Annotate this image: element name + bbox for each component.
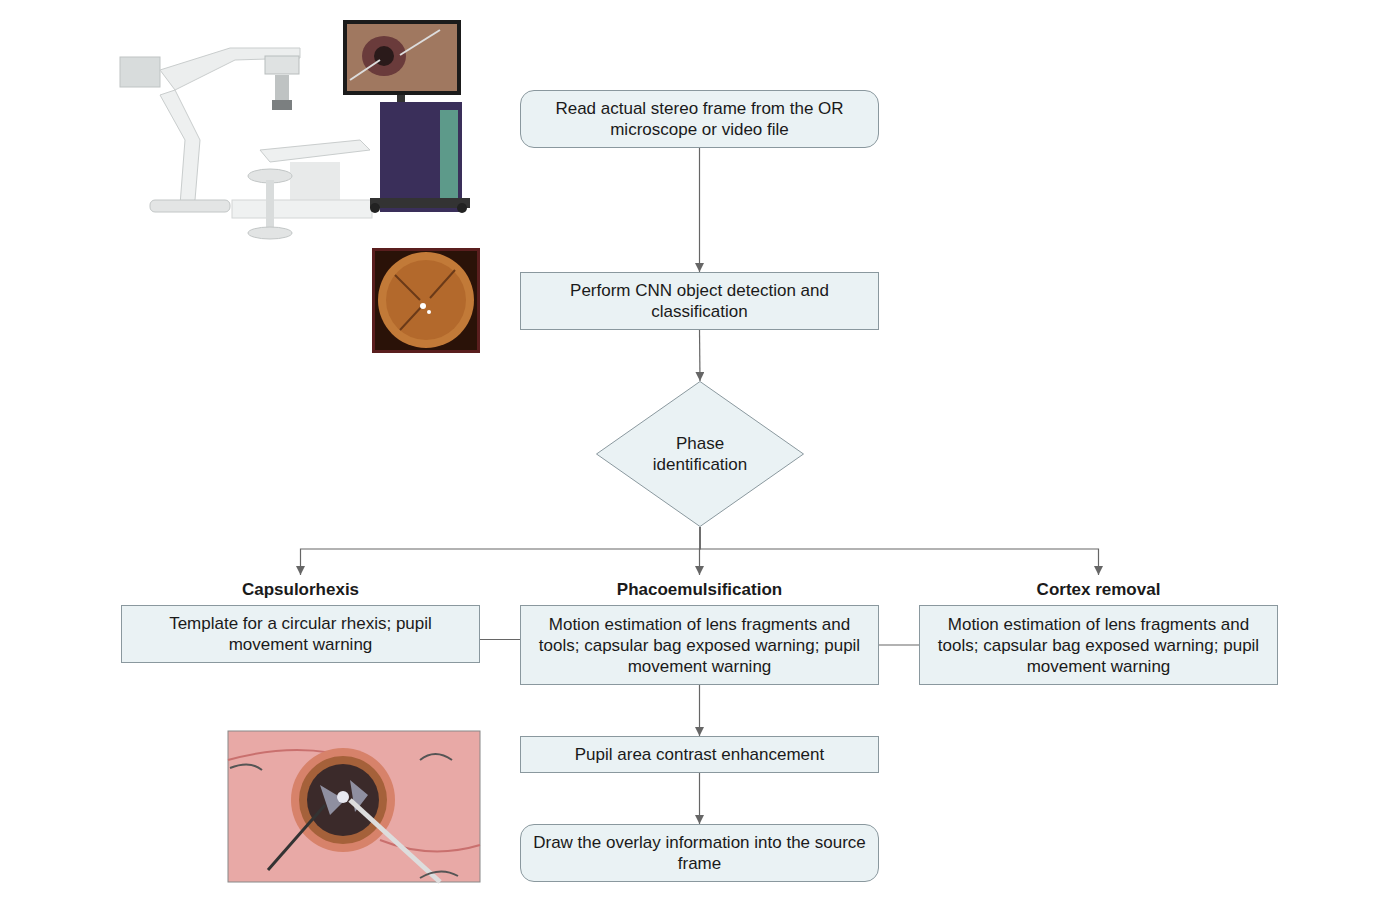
flow-arrow xyxy=(699,330,701,381)
box-text: Read actual stereo frame from the OR mic… xyxy=(533,98,866,140)
phase-heading: Capsulorhexis xyxy=(121,575,480,605)
diamond-text: Phase identification xyxy=(640,433,760,475)
process-box: Perform CNN object detection and classif… xyxy=(520,272,879,330)
phase-text: Motion estimation of lens fragments and … xyxy=(531,614,868,677)
phase-heading: Cortex removal xyxy=(919,575,1278,605)
flow-arrow xyxy=(700,527,1099,575)
phase-text: Template for a circular rhexis; pupil mo… xyxy=(132,613,469,655)
phase-box: CapsulorhexisTemplate for a circular rhe… xyxy=(121,575,480,663)
phase-box: PhacoemulsificationMotion estimation of … xyxy=(520,575,879,685)
decision-diamond: Phase identification xyxy=(596,381,804,527)
flow-arrow xyxy=(699,148,700,272)
phase-text: Motion estimation of lens fragments and … xyxy=(930,614,1267,677)
phase-body: Template for a circular rhexis; pupil mo… xyxy=(121,605,480,663)
process-box: Draw the overlay information into the so… xyxy=(520,824,879,882)
flow-arrow xyxy=(301,527,701,575)
phase-body: Motion estimation of lens fragments and … xyxy=(919,605,1278,685)
diamond-shape xyxy=(597,382,804,527)
connector-line xyxy=(879,644,919,645)
box-text: Draw the overlay information into the so… xyxy=(533,832,866,874)
connector-line xyxy=(480,639,520,640)
phase-body: Motion estimation of lens fragments and … xyxy=(520,605,879,685)
pupil-image xyxy=(372,248,480,353)
flow-arrow xyxy=(699,527,701,575)
flow-arrow xyxy=(699,685,700,736)
phase-heading: Phacoemulsification xyxy=(520,575,879,605)
box-text: Pupil area contrast enhancement xyxy=(575,744,825,765)
box-text: Perform CNN object detection and classif… xyxy=(533,280,866,322)
phase-box: Cortex removalMotion estimation of lens … xyxy=(919,575,1278,685)
process-box: Read actual stereo frame from the OR mic… xyxy=(520,90,879,148)
flow-arrow xyxy=(699,773,700,824)
process-box: Pupil area contrast enhancement xyxy=(520,736,879,773)
diamond-outline xyxy=(596,381,804,527)
eye-surgery-image xyxy=(228,731,480,882)
microscope-illustration xyxy=(120,20,470,239)
